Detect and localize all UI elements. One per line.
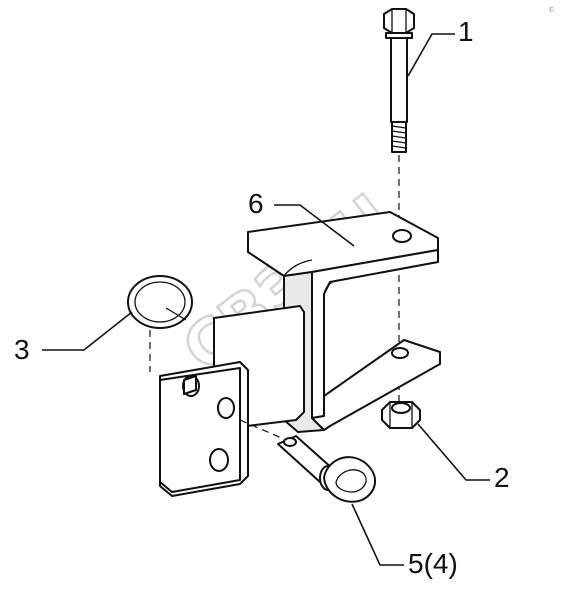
nut-part-2 bbox=[381, 401, 421, 429]
hinge-plate bbox=[159, 305, 305, 497]
leader-2 bbox=[417, 423, 490, 481]
leader-4 bbox=[351, 503, 404, 566]
leader-3 bbox=[42, 311, 133, 351]
callout-label-3: 3 bbox=[14, 334, 30, 365]
callout-label-5-4: 5(4) bbox=[408, 548, 458, 579]
circlip-part-3 bbox=[127, 275, 193, 329]
callout-label-6: 6 bbox=[248, 188, 264, 219]
corner-watermark: © bbox=[548, 6, 555, 14]
ring-pin-part-5 bbox=[277, 435, 376, 503]
bolt-part-1 bbox=[383, 8, 415, 153]
callout-label-2: 2 bbox=[494, 462, 510, 493]
leader-5 bbox=[274, 204, 355, 247]
callout-label-1: 1 bbox=[458, 16, 474, 47]
leader-1 bbox=[407, 33, 455, 77]
